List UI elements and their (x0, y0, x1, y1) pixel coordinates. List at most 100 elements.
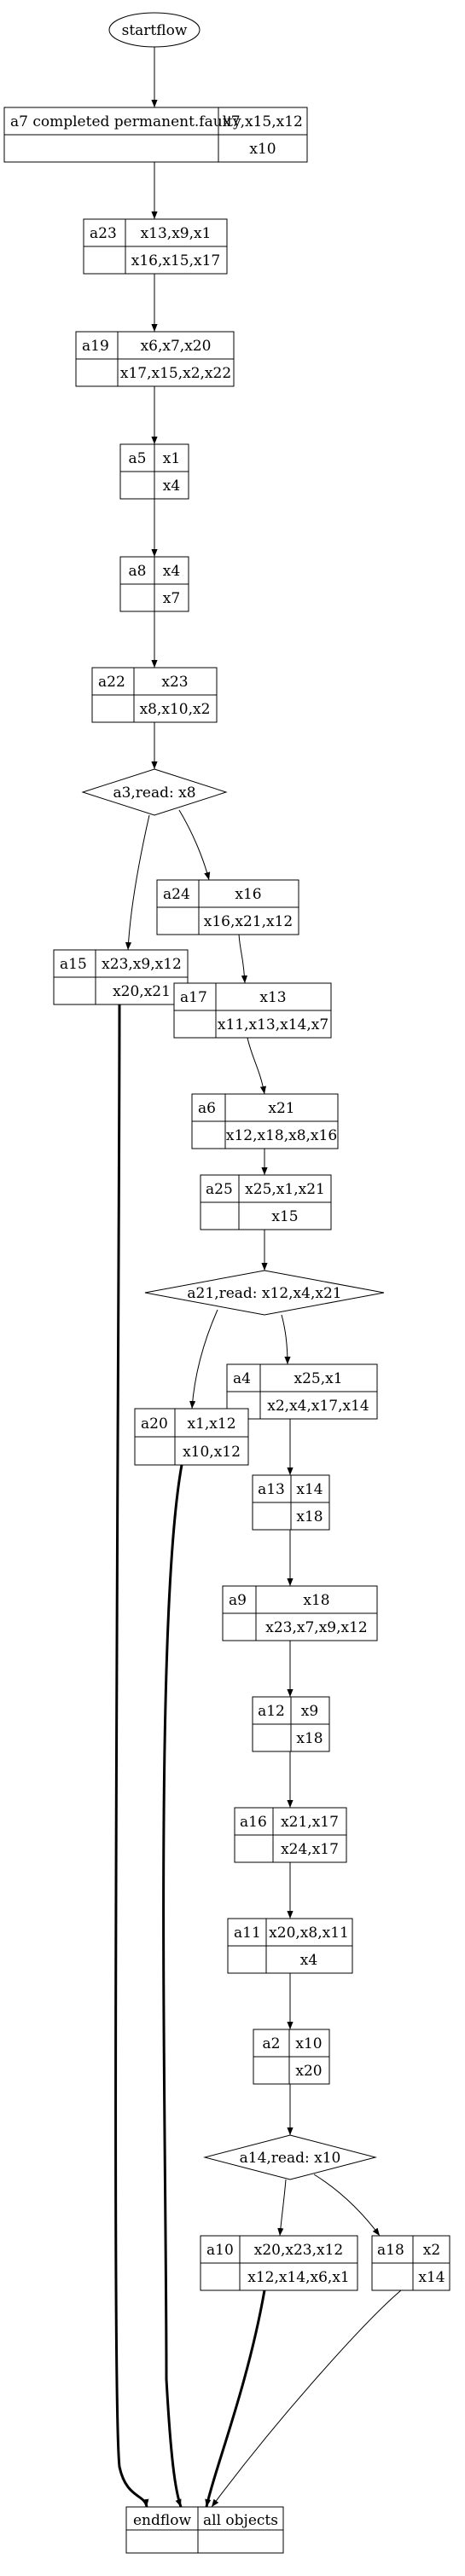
node-a7: a7 completed permanent.faulty x7,x15,x12… (3, 107, 308, 163)
node-a15: a15 x23,x9,x12 x20,x21 (53, 949, 189, 1005)
edge-d1-a15 (125, 814, 150, 951)
decision-a21: a21,read: x12,x4,x21 (144, 1270, 385, 1316)
edge-d1-a24 (178, 809, 211, 881)
node-bottom-values: x2,x4,x17,x14 (267, 1398, 369, 1415)
node-label: a8 (129, 563, 147, 580)
node-label: a10 (206, 2242, 234, 2259)
node-label: a18 (377, 2242, 404, 2259)
decision-a14: a14,read: x10 (203, 2134, 377, 2180)
node-a10: a10 x20,x23,x12 x12,x14,x6,x1 (200, 2235, 358, 2291)
edge-a24-a17 (238, 934, 248, 984)
node-top-values: x4 (163, 563, 180, 580)
node-top-values: x20,x23,x12 (254, 2242, 343, 2259)
node-top-values: x23,x9,x12 (102, 956, 182, 973)
node-bottom-values: x11,x13,x14,x7 (218, 1016, 328, 1033)
node-bottom-values: x16,x21,x12 (204, 913, 293, 930)
node-bottom-values: x20,x21 (113, 983, 171, 1000)
node-a8: a8 x4 x7 (119, 556, 189, 612)
node-bottom-values: x4 (300, 1952, 317, 1969)
node-label: a7 completed permanent.faulty (10, 113, 241, 130)
decision-label: a14,read: x10 (240, 2150, 341, 2167)
decision-label: a3,read: x8 (113, 784, 195, 802)
node-a23: a23 x13,x9,x1 x16,x15,x17 (83, 218, 228, 275)
start-label: startflow (122, 22, 188, 39)
node-bottom-values: x14 (418, 2269, 445, 2286)
node-label: a6 (198, 1100, 216, 1117)
node-top-values: x13 (259, 989, 286, 1006)
node-bottom-values: x17,x15,x2,x22 (120, 365, 231, 382)
edge-d3-a10 (277, 2179, 287, 2237)
end-objects-label: all objects (203, 2512, 278, 2529)
node-label: a23 (90, 225, 117, 242)
node-label: a15 (60, 956, 87, 973)
node-bottom-values: x10 (249, 141, 276, 158)
node-top-values: x6,x7,x20 (141, 338, 212, 355)
node-top-values: x1,x12 (187, 1415, 235, 1433)
node-a2: a2 x10 x20 (253, 2029, 330, 2085)
edge-d2-a20 (189, 1309, 218, 1410)
edge-a15-end (114, 1004, 149, 2508)
node-top-values: x25,x1,x21 (245, 1181, 325, 1198)
node-top-values: x7,x15,x12 (223, 113, 303, 130)
node-label: a13 (258, 1481, 285, 1498)
decision-label: a21,read: x12,x4,x21 (187, 1285, 341, 1302)
node-top-values: x21 (268, 1100, 294, 1117)
edge-a10-end (205, 2289, 266, 2508)
node-a13: a13 x14 x18 (252, 1474, 330, 1531)
node-a16: a16 x21,x17 x24,x17 (234, 1807, 347, 1863)
node-a25: a25 x25,x1,x21 x15 (200, 1174, 332, 1230)
node-a18: a18 x2 x14 (371, 2235, 450, 2291)
node-top-values: x20,x8,x11 (269, 1925, 349, 1942)
node-label: a22 (98, 674, 125, 691)
node-label: a24 (163, 886, 190, 903)
node-bottom-values: x15 (271, 1208, 298, 1225)
node-top-values: x2 (423, 2242, 440, 2259)
node-bottom-values: x18 (296, 1508, 323, 1525)
node-bottom-values: x8,x10,x2 (140, 701, 211, 718)
node-top-values: x23 (161, 674, 188, 691)
node-label: a16 (240, 1814, 267, 1831)
node-a20: a20 x1,x12 x10,x12 (134, 1408, 249, 1466)
edge-d2-a4 (281, 1314, 291, 1365)
start-node: startflow (108, 12, 201, 48)
node-a5: a5 x1 x4 (119, 443, 189, 500)
node-top-values: x13,x9,x1 (141, 225, 212, 242)
decision-a3: a3,read: x8 (81, 768, 228, 816)
node-bottom-values: x7 (163, 590, 180, 607)
node-a12: a12 x9 x18 (252, 1696, 330, 1752)
node-a9: a9 x18 x23,x7,x9,x12 (222, 1585, 378, 1641)
node-label: a2 (263, 2035, 281, 2052)
node-bottom-values: x24,x17 (281, 1841, 339, 1858)
node-bottom-values: x23,x7,x9,x12 (265, 1619, 367, 1636)
node-top-values: x1 (163, 450, 180, 467)
node-label: a12 (258, 1703, 285, 1720)
node-label: a19 (82, 338, 109, 355)
node-a11: a11 x20,x8,x11 x4 (227, 1918, 353, 1974)
node-label: a5 (129, 450, 147, 467)
node-top-values: x21,x17 (281, 1814, 339, 1831)
node-a4: a4 x25,x1 x2,x4,x17,x14 (226, 1363, 378, 1420)
node-label: a25 (206, 1181, 233, 1198)
node-bottom-values: x12,x18,x8,x16 (226, 1127, 337, 1144)
end-node: endflow all objects (125, 2506, 284, 2554)
edge-d3-a18 (313, 2174, 381, 2237)
node-top-values: x16 (235, 886, 261, 903)
node-label: a17 (180, 989, 207, 1006)
edges (114, 47, 402, 2508)
node-label: a9 (229, 1592, 247, 1609)
node-bottom-values: x12,x14,x6,x1 (247, 2269, 349, 2286)
edge-a17-a6 (247, 1037, 266, 1095)
node-bottom-values: x20 (295, 2063, 322, 2080)
edge-a18-end (211, 2289, 402, 2508)
node-a24: a24 x16 x16,x21,x12 (156, 879, 299, 935)
node-label: a4 (233, 1370, 251, 1387)
node-top-values: x18 (303, 1592, 329, 1609)
node-a6: a6 x21 x12,x18,x8,x16 (191, 1093, 339, 1149)
node-top-values: x9 (301, 1703, 318, 1720)
end-label: endflow (133, 2512, 191, 2529)
node-bottom-values: x18 (296, 1730, 323, 1747)
node-bottom-values: x10,x12 (183, 1444, 241, 1461)
node-top-values: x14 (296, 1481, 323, 1498)
node-top-values: x10 (295, 2035, 322, 2052)
